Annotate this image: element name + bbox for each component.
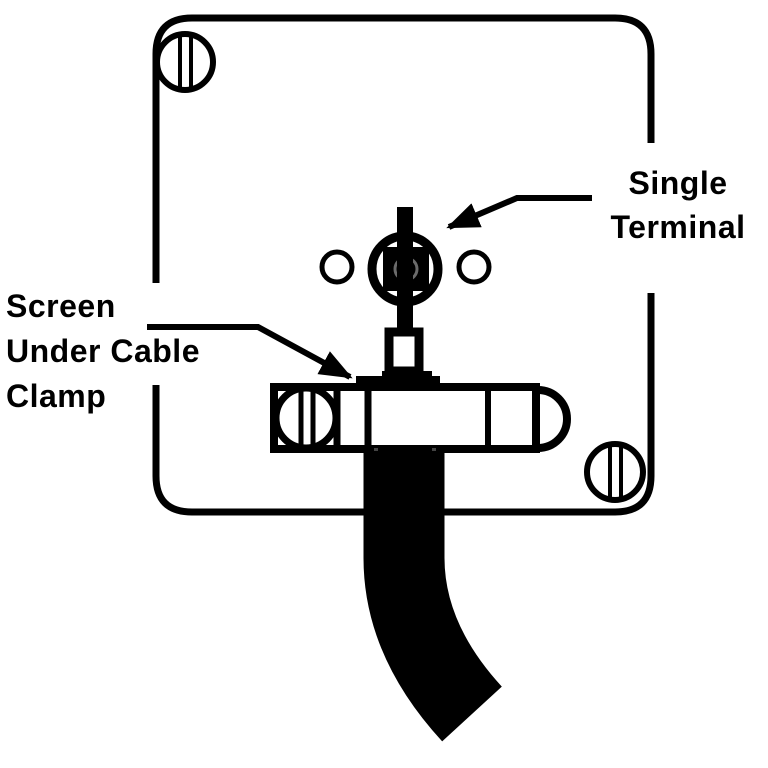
cable-body (363, 451, 503, 742)
screw-head (272, 384, 340, 452)
single-terminal-label: Single Terminal (610, 165, 746, 245)
terminal-base-block (384, 327, 424, 376)
clamp-round-end (537, 386, 571, 452)
faceplate-top-section (152, 14, 655, 283)
right-hole (456, 249, 492, 285)
leader-lines (147, 195, 592, 380)
clamp-screw-icon (272, 384, 340, 452)
screen-braid (356, 376, 440, 385)
screw-top-left-icon (154, 31, 216, 93)
screw-head (584, 441, 646, 503)
left-hole (319, 249, 355, 285)
screw-head (154, 31, 216, 93)
cable-clamp (270, 383, 571, 453)
terminal-stud (397, 207, 413, 333)
screw-bottom-right-icon (584, 441, 646, 503)
single-terminal-leader-arrow (446, 195, 592, 230)
single-terminal-assembly (367, 207, 443, 382)
screen-under-cable-clamp-label: Screen Under Cable Clamp (6, 288, 200, 414)
screen-clamp-leader-arrow (147, 324, 353, 380)
cable (363, 448, 503, 742)
